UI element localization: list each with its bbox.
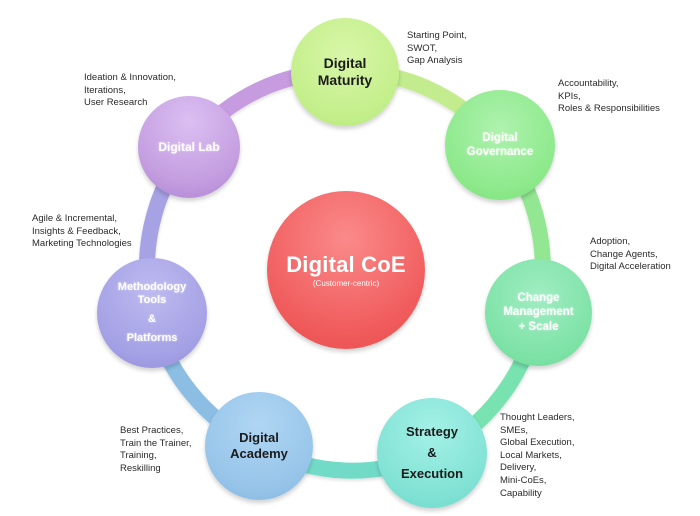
note-line: Local Markets, bbox=[500, 449, 562, 461]
note-line: Change Agents, bbox=[590, 248, 658, 260]
node-label-line: Execution bbox=[400, 466, 464, 482]
note-line: Best Practices, bbox=[120, 425, 184, 436]
note-line: Insights & Feedback, bbox=[32, 225, 121, 237]
node-label-line: Governance bbox=[466, 146, 534, 158]
note-line: Global Execution, bbox=[500, 437, 575, 449]
note-line: Digital Acceleration bbox=[590, 261, 671, 273]
notes-strategy-execution: Thought Leaders, SMEs, Global Execution,… bbox=[500, 412, 574, 500]
note-line: KPIs, bbox=[558, 90, 581, 102]
note-line: Capability bbox=[500, 487, 542, 499]
node-label-line: + Scale bbox=[518, 320, 559, 333]
note-line: Adoption, bbox=[590, 236, 631, 247]
note-line: Accountability, bbox=[558, 78, 619, 89]
notes-digital-academy: Best Practices, Train the Trainer, Train… bbox=[120, 425, 191, 475]
note-line: Iterations, bbox=[84, 84, 126, 96]
node-label-line: Digital bbox=[239, 429, 279, 445]
node-label-line: Strategy bbox=[405, 423, 459, 439]
notes-digital-maturity: Starting Point, SWOT, Gap Analysis bbox=[407, 30, 467, 68]
node-digital-lab: Digital Lab bbox=[138, 96, 240, 198]
node-label-line: Academy bbox=[230, 446, 288, 461]
note-line: Marketing Technologies bbox=[32, 238, 132, 250]
note-line: Thought Leaders, bbox=[500, 412, 575, 423]
node-label-line: Methodology bbox=[117, 280, 187, 293]
node-label-line: Tools bbox=[137, 294, 167, 307]
note-line: SMEs, bbox=[500, 424, 528, 436]
node-label-line: & bbox=[148, 313, 156, 325]
node-label-line: & bbox=[427, 444, 437, 460]
node-label-line: Digital bbox=[323, 54, 367, 71]
node-digital-academy: Digital Academy bbox=[205, 392, 313, 500]
notes-digital-lab: Ideation & Innovation, Iterations, User … bbox=[84, 72, 176, 110]
node-digital-maturity: Digital Maturity bbox=[291, 18, 399, 126]
node-label-line: Digital bbox=[482, 131, 518, 144]
note-line: Gap Analysis bbox=[407, 55, 463, 67]
note-line: User Research bbox=[84, 97, 148, 109]
node-methodology-tools-platforms: Methodology Tools & Platforms bbox=[97, 258, 207, 368]
notes-methodology-tools-platforms: Agile & Incremental, Insights & Feedback… bbox=[32, 213, 132, 251]
node-label-line: Maturity bbox=[317, 72, 373, 88]
node-label-line: Digital Lab bbox=[158, 139, 220, 154]
note-line: Roles & Responsibilities bbox=[558, 103, 660, 115]
note-line: Ideation & Innovation, bbox=[84, 72, 176, 83]
note-line: Reskilling bbox=[120, 462, 161, 474]
note-line: Train the Trainer, bbox=[120, 437, 192, 449]
center-title: Digital CoE bbox=[286, 251, 406, 277]
node-change-management: Change Management + Scale bbox=[485, 259, 592, 366]
note-line: SWOT, bbox=[407, 42, 438, 54]
center-node-digital-coe: Digital CoE (Customer-centric) bbox=[267, 191, 425, 349]
node-digital-governance: Digital Governance bbox=[445, 90, 555, 200]
note-line: Delivery, bbox=[500, 462, 537, 474]
node-label-line: Change bbox=[517, 291, 560, 304]
node-label-line: Management bbox=[503, 306, 574, 319]
node-strategy-execution: Strategy & Execution bbox=[377, 398, 487, 508]
note-line: Starting Point, bbox=[407, 30, 467, 41]
node-label-line: Platforms bbox=[126, 331, 178, 344]
note-line: Training, bbox=[120, 450, 157, 462]
note-line: Mini-CoEs, bbox=[500, 474, 547, 486]
notes-change-management: Adoption, Change Agents, Digital Acceler… bbox=[590, 236, 671, 274]
notes-digital-governance: Accountability, KPIs, Roles & Responsibi… bbox=[558, 78, 660, 116]
center-subtitle: (Customer-centric) bbox=[312, 279, 380, 289]
note-line: Agile & Incremental, bbox=[32, 213, 118, 224]
